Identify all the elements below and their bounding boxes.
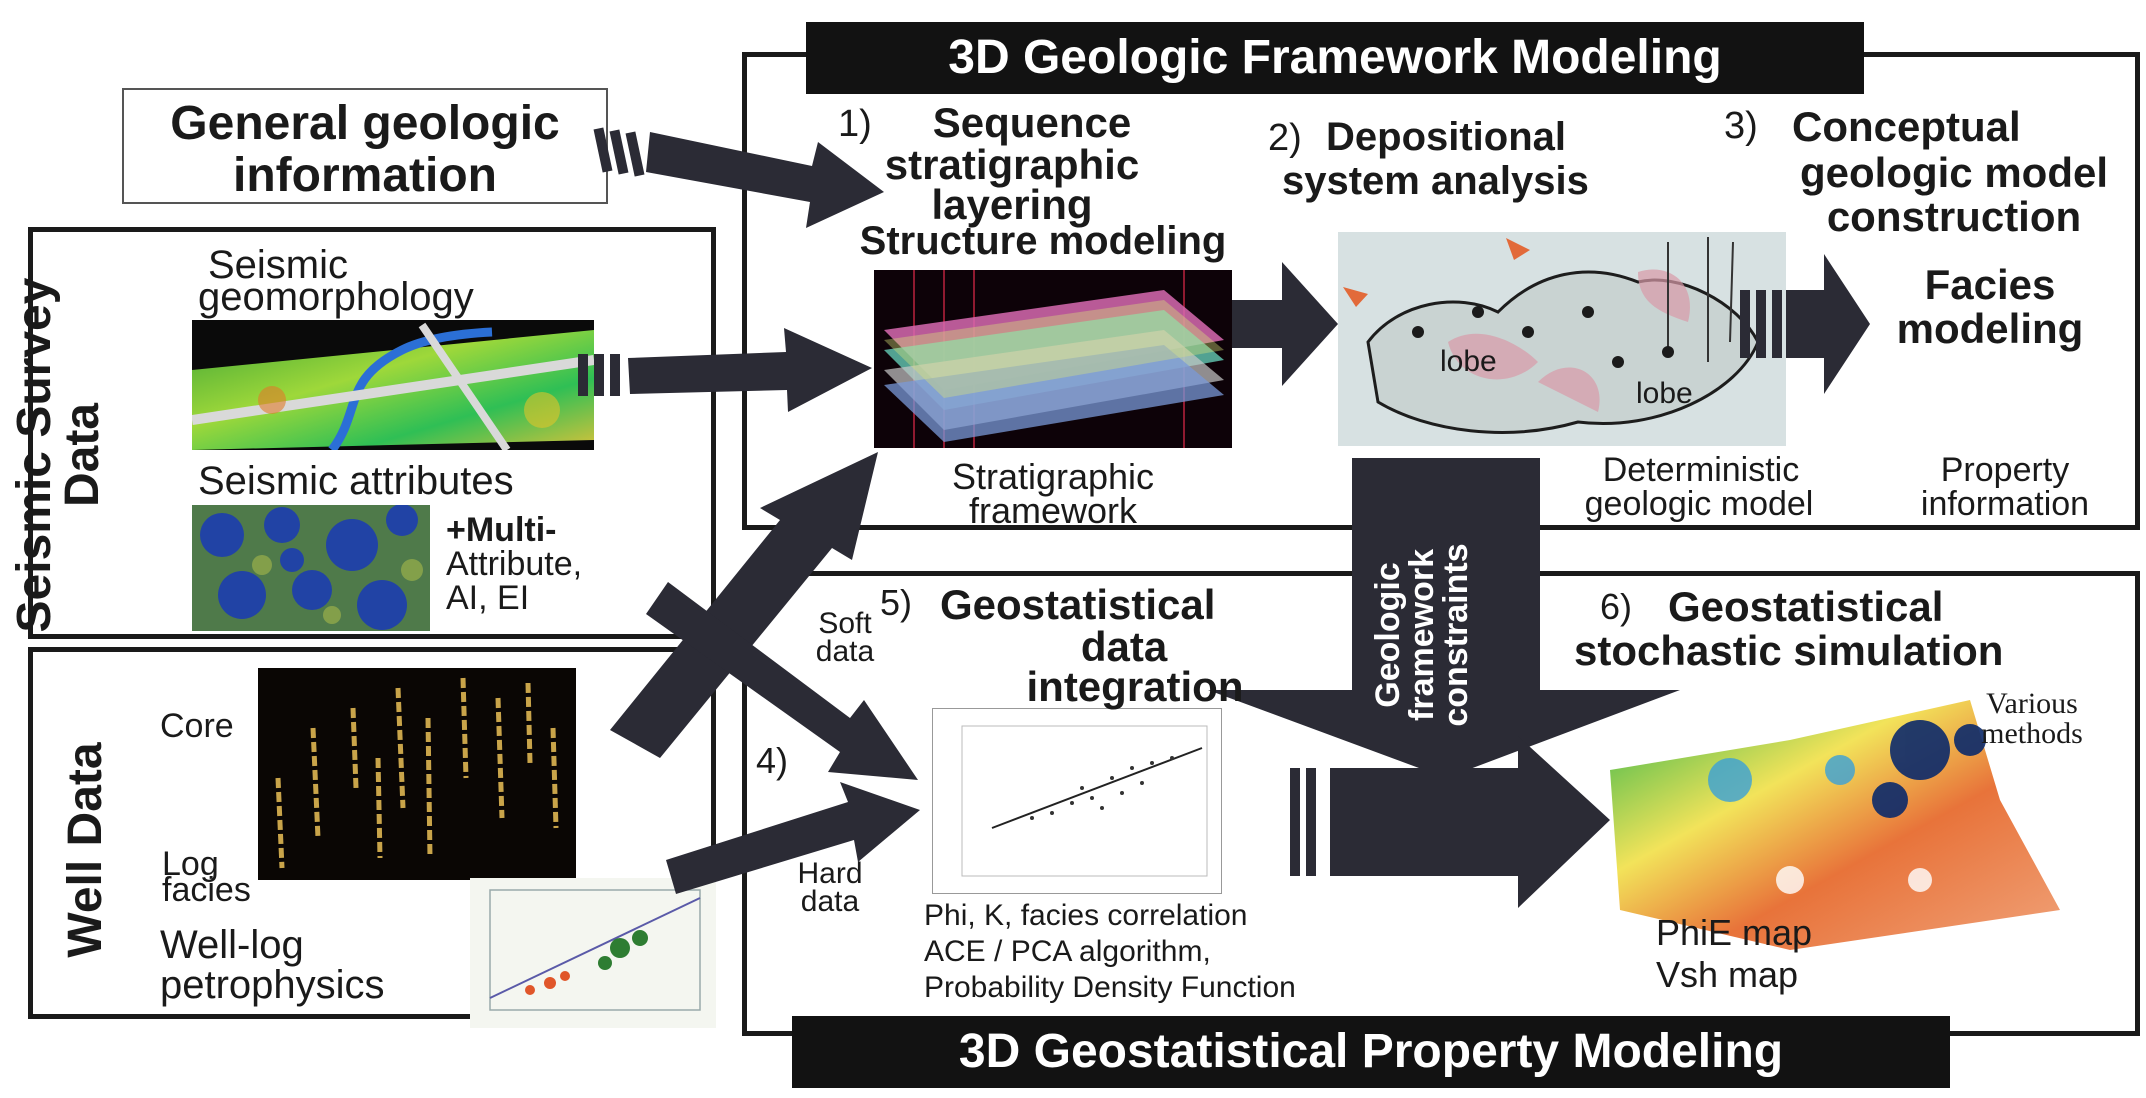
arrow-tail-dashes <box>578 127 1782 876</box>
multi-attribute-label-b: Attribute, <box>446 545 583 583</box>
facies-label-a: Facies <box>1924 261 2056 308</box>
step1-title-a: Sequence <box>932 99 1132 146</box>
seismic-geomorphology-image <box>192 320 594 450</box>
depositional-to-facies-arrow <box>1786 254 1870 394</box>
step3-number: 3) <box>1724 105 1758 147</box>
step5-caption-a: Phi, K, facies correlation <box>924 899 1248 932</box>
depositional-system-image <box>1338 232 1786 446</box>
various-methods-b: methods <box>1981 717 2083 750</box>
property-info-b: information <box>1920 485 2090 523</box>
step1-title-d: Structure modeling <box>859 219 1227 263</box>
lobe-label-1: lobe <box>1440 345 1497 378</box>
attributes-to-integration-arrow <box>646 582 918 780</box>
step1-caption-b: framework <box>968 490 1138 531</box>
step6-number: 6) <box>1600 586 1633 627</box>
seismic-geomorph-label-b: geomorphology <box>198 275 474 319</box>
step5-number: 5) <box>880 582 913 623</box>
step3-title-c: construction <box>1826 193 2082 240</box>
general-info-line1: General geologic <box>170 97 560 150</box>
step6-title-b: stochastic simulation <box>1574 627 2004 674</box>
integration-to-simulation-arrow <box>1330 736 1610 908</box>
step1-caption-a: Stratigraphic <box>951 456 1155 497</box>
step1-title-b: stratigraphic <box>884 141 1140 188</box>
step5-caption-c: Probability Density Function <box>924 971 1296 1004</box>
general-info-line2: information <box>233 149 497 202</box>
well-side-label: Well Data <box>59 742 112 958</box>
step2-caption-b: geologic model <box>1584 485 1814 523</box>
seismic-attributes-image <box>192 505 430 631</box>
vsh-map-label: Vsh map <box>1656 954 1799 995</box>
step3-title-a: Conceptual <box>1792 103 2021 150</box>
step2-title-a: Depositional <box>1326 115 1567 159</box>
multi-attribute-label-c: AI, EI <box>446 579 530 617</box>
phie-map-label: PhiE map <box>1656 912 1813 953</box>
general-info-arrow <box>646 132 884 228</box>
core-photo-image <box>258 668 576 880</box>
core-to-framework-arrow <box>610 452 878 758</box>
step4-number: 4) <box>756 740 789 781</box>
petro-label-b: petrophysics <box>160 963 385 1007</box>
soft-data-label-b: data <box>815 635 875 668</box>
constraints-arrow <box>1208 458 1680 778</box>
various-methods-a: Various <box>1986 687 2078 720</box>
soft-data-label-a: Soft <box>818 607 872 640</box>
seismic-geomorph-arrow <box>628 328 872 412</box>
general-info-box <box>122 88 608 204</box>
step3-title-b: geologic model <box>1799 149 2109 196</box>
step5-title-c: integration <box>1026 663 1244 710</box>
core-label: Core <box>160 707 234 745</box>
multi-attribute-label-a: +Multi- <box>446 511 557 549</box>
petrophysics-crossplot-image <box>470 878 716 1028</box>
step2-caption-a: Deterministic <box>1602 451 1800 489</box>
geostatistical-map-image <box>1590 680 2068 960</box>
step5-title-a: Geostatistical <box>940 581 1216 628</box>
seismic-survey-box <box>28 227 716 639</box>
property-info-a: Property <box>1940 451 2070 489</box>
step5-title-b: data <box>1080 623 1168 670</box>
hard-data-label-a: Hard <box>797 857 863 890</box>
crossplot-image <box>932 708 1222 894</box>
step2-title-b: system analysis <box>1282 159 1589 203</box>
log-to-integration-arrow <box>666 782 920 894</box>
step1-title-c: layering <box>931 181 1093 228</box>
petro-label-a: Well-log <box>160 923 304 967</box>
step6-title-a: Geostatistical <box>1668 583 1944 630</box>
seismic-attributes-label: Seismic attributes <box>198 459 514 503</box>
well-data-box <box>28 647 716 1019</box>
property-banner: 3D Geostatistical Property Modeling <box>792 1016 1950 1088</box>
log-facies-label-a: Log <box>162 845 219 883</box>
step5-caption-b: ACE / PCA algorithm, <box>924 935 1211 968</box>
facies-label-b: modeling <box>1896 305 2084 352</box>
seismic-geomorph-label-a: Seismic <box>207 243 349 287</box>
lobe-label-2: lobe <box>1636 377 1693 410</box>
framework-banner: 3D Geologic Framework Modeling <box>806 22 1864 94</box>
log-facies-label-b: facies <box>162 871 251 909</box>
step1-number: 1) <box>838 103 872 145</box>
framework-to-depositional-arrow <box>1232 262 1338 386</box>
stratigraphic-framework-image <box>874 270 1232 448</box>
hard-data-label-b: data <box>800 885 860 918</box>
step2-number: 2) <box>1268 117 1302 159</box>
